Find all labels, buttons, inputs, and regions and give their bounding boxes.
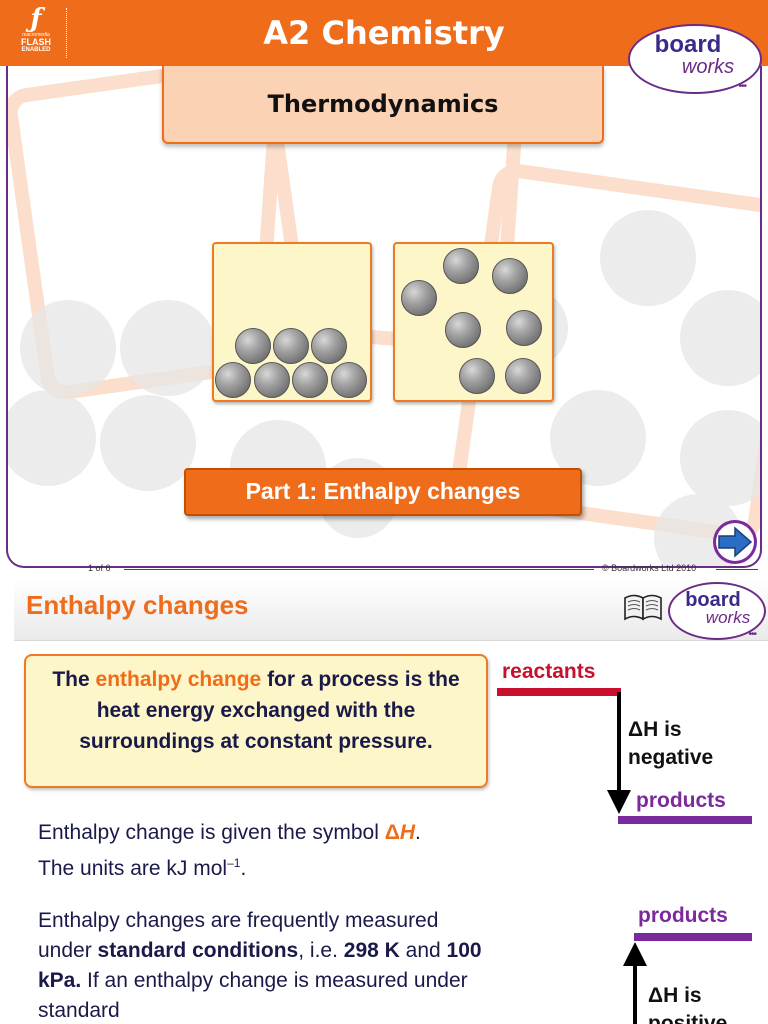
products-label: products: [638, 904, 728, 927]
text-segment: , i.e.: [298, 939, 344, 962]
dh-line: positive: [648, 1012, 728, 1024]
standard-conditions-text: Enthalpy changes are frequently measured…: [38, 906, 488, 1024]
particle: [331, 362, 367, 398]
slide-subtitle: Thermodynamics: [267, 90, 499, 118]
definition-text: The enthalpy change for a process is the…: [36, 664, 476, 757]
superscript: –1: [227, 856, 241, 870]
title-slide: ƒ macromedia FLASH ENABLED A2 Chemistry …: [0, 0, 768, 573]
text-segment: and: [399, 939, 447, 962]
particle: [492, 258, 528, 294]
course-title: A2 Chemistry: [263, 14, 505, 52]
delta-h-negative: ΔH is negative: [628, 716, 713, 772]
down-arrow-icon: [607, 692, 631, 814]
particle: [445, 312, 481, 348]
particle: [254, 362, 290, 398]
text-segment: If an enthalpy change is measured under …: [38, 969, 468, 1022]
delta-h-positive: ΔH is positive: [648, 982, 727, 1024]
delta-glyph: Δ: [384, 821, 400, 844]
flash-badge-line2: FLASH: [21, 37, 51, 47]
logo-dots: •••: [748, 629, 756, 640]
book-icon[interactable]: [622, 590, 664, 622]
text-segment: .: [414, 821, 421, 844]
particle: [215, 362, 251, 398]
particle: [459, 358, 495, 394]
flash-icon: ƒ: [30, 4, 42, 34]
text-segment: Enthalpy change is given the symbol: [38, 821, 385, 844]
flash-badge-line1: macromedia: [22, 32, 50, 38]
dh-line: ΔH is: [628, 718, 682, 741]
text-segment: The units are kJ mol: [38, 857, 228, 880]
divider: [66, 8, 67, 58]
definition-box: The enthalpy change for a process is the…: [24, 654, 488, 788]
bold-term: 100 kPa.: [38, 939, 482, 992]
dh-line: ΔH is: [648, 984, 702, 1007]
dh-line: negative: [628, 746, 714, 769]
subtitle-box: Thermodynamics: [162, 66, 604, 144]
particle: [292, 362, 328, 398]
particle: [401, 280, 437, 316]
logo-dots: •••: [738, 81, 746, 92]
particle: [505, 358, 541, 394]
reactants-label: reactants: [502, 660, 596, 683]
logo-works-text: works: [705, 608, 751, 627]
products-level: [618, 816, 752, 824]
part-1-button[interactable]: Part 1: Enthalpy changes: [184, 468, 582, 516]
reactants-level: [497, 688, 621, 696]
text-segment: .: [240, 857, 247, 880]
particle: [443, 248, 479, 284]
right-arrow-icon[interactable]: [711, 518, 759, 566]
solid-particles-box: [212, 242, 372, 402]
footer-line: [716, 569, 758, 570]
particle: [311, 328, 347, 364]
symbol-letter: H: [399, 821, 415, 844]
definition-part: for a process is the heat energy exchang…: [79, 668, 460, 753]
particle: [273, 328, 309, 364]
up-arrow-icon: [623, 942, 647, 1024]
page-indicator: 1 of 6: [88, 563, 111, 573]
definition-highlight: enthalpy change: [95, 668, 262, 691]
bold-term: 298 K: [343, 939, 400, 962]
products-level: [634, 933, 752, 941]
text-segment: Enthalpy changes are frequently measured…: [38, 909, 439, 962]
boardworks-logo: board works •••: [668, 582, 766, 640]
bold-term: standard conditions: [97, 939, 299, 962]
boardworks-logo: board works •••: [628, 24, 762, 94]
logo-board-text: board: [654, 31, 722, 58]
enthalpy-symbol: ΔH: [385, 821, 415, 844]
copyright: © Boardworks Ltd 2010: [602, 563, 697, 573]
particle: [506, 310, 542, 346]
particle: [235, 328, 271, 364]
logo-works-text: works: [681, 56, 735, 78]
flash-badge-line3: ENABLED: [21, 47, 51, 53]
footer-line: [124, 569, 594, 570]
logo-board-text: board: [685, 589, 741, 611]
flash-enabled-badge: ƒ macromedia FLASH ENABLED: [14, 4, 58, 58]
gas-particles-box: [393, 242, 554, 402]
content-slide: Enthalpy changes board works ••• The ent…: [0, 578, 768, 1024]
definition-part: The: [52, 668, 96, 691]
slide-title: Enthalpy changes: [26, 590, 249, 620]
symbol-text: Enthalpy change is given the symbol ΔH.: [38, 818, 518, 848]
units-text: The units are kJ mol–1.: [38, 848, 246, 884]
products-label: products: [636, 789, 726, 812]
